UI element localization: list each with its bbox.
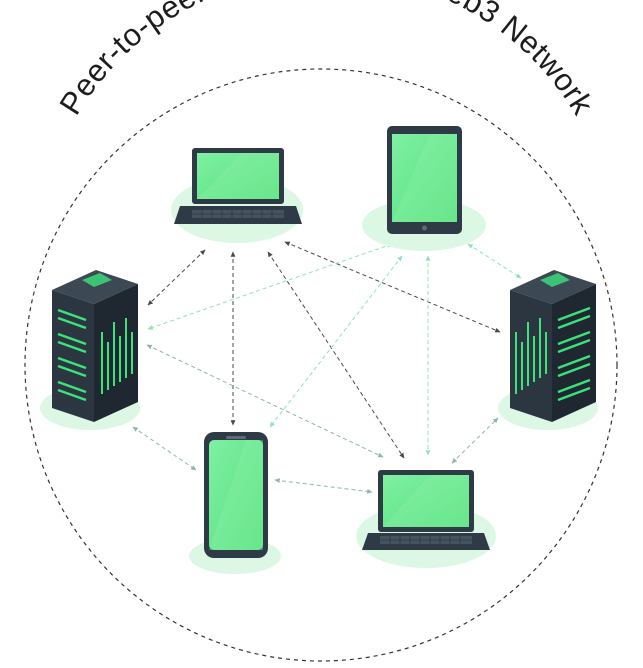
- connections: [132, 241, 522, 494]
- server-icon: [40, 270, 140, 430]
- edge-laptop-top-server-left: [147, 249, 206, 306]
- laptop-icon: [171, 148, 303, 243]
- tablet-icon: [362, 126, 486, 251]
- edge-laptop-top-server-right: [284, 241, 501, 333]
- edge-server-left-phone: [132, 426, 197, 471]
- laptop-icon: [356, 470, 496, 568]
- edge-server-left-laptop-bottom: [146, 344, 384, 458]
- diagram-title-path: Peer-to-peer Decentralized Web3 Network: [53, 0, 600, 121]
- edge-tablet-server-right: [467, 243, 522, 279]
- edge-tablet-server-left: [147, 243, 393, 330]
- diagram-title: Peer-to-peer Decentralized Web3 Network: [53, 0, 601, 121]
- phone-icon: [189, 432, 281, 574]
- edge-phone-laptop-bottom: [274, 478, 373, 494]
- server-icon: [498, 270, 598, 430]
- edge-tablet-phone: [269, 255, 403, 428]
- network-boundary-circle: [24, 68, 618, 662]
- edge-laptop-bottom-server-right: [451, 417, 499, 464]
